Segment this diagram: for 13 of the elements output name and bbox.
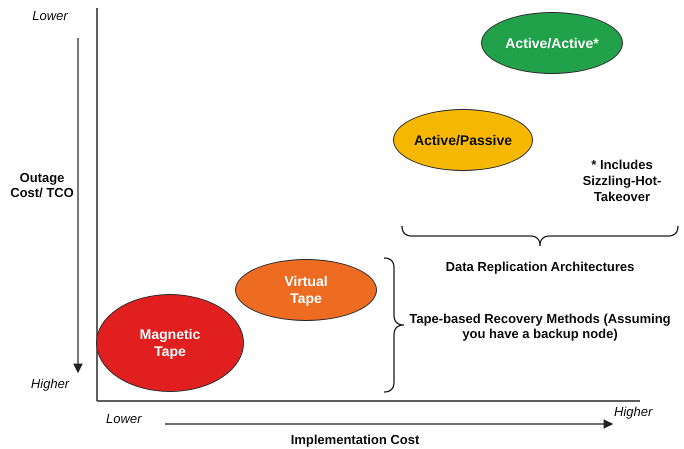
footnote: * Includes Sizzling-Hot-Takeover	[582, 157, 662, 205]
node-label: Active/Active*	[505, 34, 599, 52]
node-label: Active/Passive	[414, 132, 512, 148]
node-label: Virtual Tape	[283, 273, 329, 307]
axis-end-label: Higher	[614, 404, 654, 419]
axis-title: Outage Cost/ TCO	[10, 170, 74, 200]
axis-end-label: Higher	[30, 376, 70, 391]
axis-end-label: Lower	[106, 411, 143, 426]
axis-end-label: Lower	[31, 8, 69, 23]
group-label: Tape-based Recovery Methods (Assuming you have a backup node)	[408, 311, 672, 341]
group-label: Data Replication Architectures	[444, 259, 636, 274]
axis-title: Implementation Cost	[290, 432, 420, 447]
node-label: Magnetic Tape	[138, 326, 202, 360]
